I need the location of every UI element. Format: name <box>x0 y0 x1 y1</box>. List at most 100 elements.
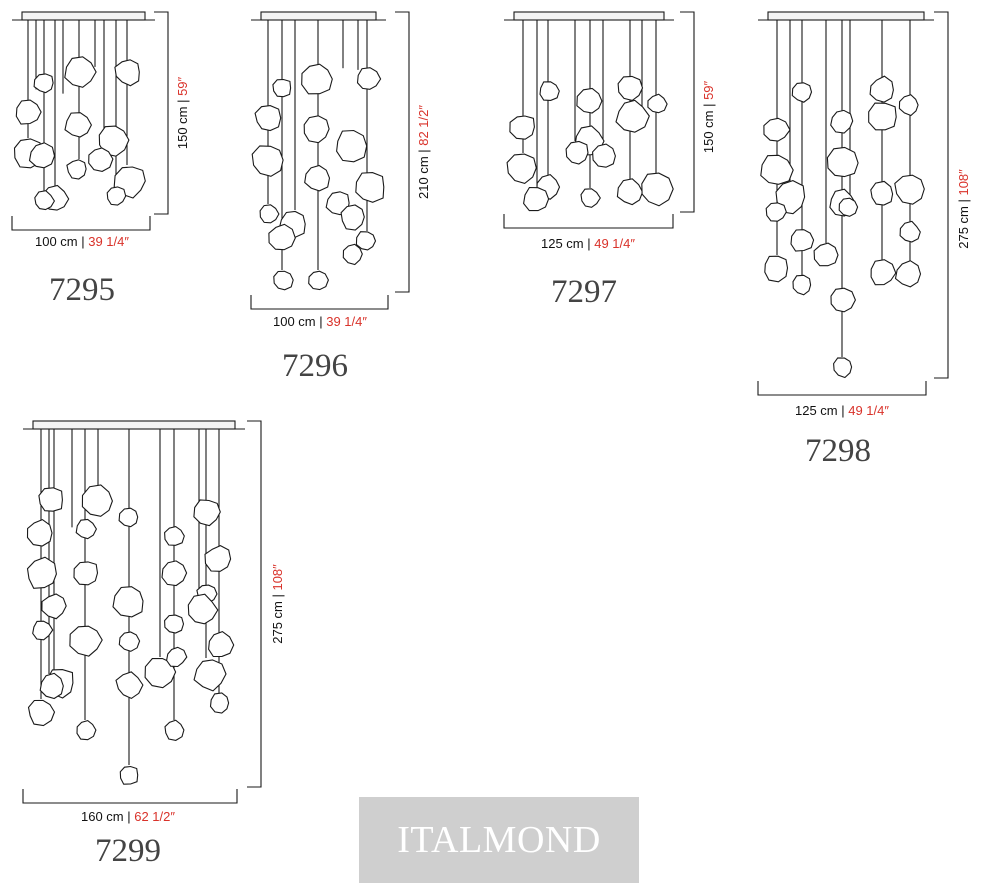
width-dimension-line <box>11 216 151 231</box>
height-cm: 150 cm | <box>701 100 716 153</box>
chandelier-7295: 100 cm | 39 1/4″150 cm | 59″7295 <box>11 11 190 308</box>
glass-globe <box>838 197 859 217</box>
model-number: 7297 <box>551 274 617 310</box>
glass-globe <box>565 140 589 165</box>
glass-globe <box>254 105 282 132</box>
width-inches: 39 1/4″ <box>326 314 367 329</box>
brand-name: ITALMOND <box>397 819 601 861</box>
height-label: 210 cm | 82 1/2″ <box>416 105 431 199</box>
glass-globe <box>304 164 331 192</box>
glass-globe <box>523 186 550 212</box>
model-number: 7299 <box>95 833 161 869</box>
glass-globe <box>98 125 130 157</box>
height-cm: 275 cm | <box>270 591 285 644</box>
height-dimension-line <box>154 11 169 215</box>
height-cm: 150 cm | <box>175 96 190 149</box>
glass-globe <box>506 153 537 185</box>
glass-globe <box>75 518 98 540</box>
glass-globe <box>898 94 919 117</box>
glass-globe <box>28 142 56 169</box>
glass-globe <box>870 180 894 206</box>
height-cm: 210 cm | <box>416 146 431 199</box>
glass-globe <box>209 692 230 714</box>
glass-globe <box>166 646 188 668</box>
glass-globe <box>164 526 185 546</box>
glass-globe <box>826 146 859 178</box>
glass-globe <box>509 115 535 140</box>
glass-globe <box>869 75 894 103</box>
glass-globe <box>615 99 650 133</box>
glass-globe <box>833 357 853 379</box>
glass-globe <box>106 186 127 206</box>
glass-globe <box>88 147 114 172</box>
width-cm: 125 cm | <box>795 403 848 418</box>
model-number: 7296 <box>282 348 348 384</box>
width-inches: 49 1/4″ <box>594 236 635 251</box>
glass-globe <box>790 229 815 252</box>
glass-globe <box>187 593 219 625</box>
canopy <box>21 11 146 21</box>
width-dimension-line <box>503 214 674 229</box>
width-cm: 100 cm | <box>273 314 326 329</box>
height-label: 150 cm | 59″ <box>701 80 716 153</box>
width-dimension-line <box>22 789 238 804</box>
height-inches: 82 1/2″ <box>416 105 431 146</box>
glass-globe <box>592 143 616 168</box>
width-dimension-line <box>250 295 389 310</box>
width-label: 100 cm | 39 1/4″ <box>273 314 367 329</box>
glass-globe <box>539 81 560 101</box>
glass-globe <box>164 614 185 634</box>
height-inches: 59″ <box>701 80 716 99</box>
glass-globe <box>765 202 787 222</box>
width-cm: 100 cm | <box>35 234 88 249</box>
glass-globe <box>114 59 140 87</box>
glass-globe <box>760 154 794 185</box>
width-label: 125 cm | 49 1/4″ <box>795 403 889 418</box>
glass-globe <box>763 117 791 142</box>
glass-globe <box>899 220 921 243</box>
height-dimension-line <box>680 11 695 213</box>
glass-globe <box>34 190 56 211</box>
glass-globe <box>813 242 839 267</box>
glass-globe <box>32 620 54 641</box>
glass-globe <box>66 159 87 180</box>
width-label: 125 cm | 49 1/4″ <box>541 236 635 251</box>
glass-globe <box>894 260 922 288</box>
height-cm: 275 cm | <box>956 196 971 249</box>
glass-globe <box>868 102 897 131</box>
canopy <box>513 11 665 21</box>
glass-globe <box>355 231 377 251</box>
glass-globe <box>251 145 284 177</box>
height-inches: 59″ <box>175 76 190 95</box>
glass-globe <box>355 172 385 203</box>
glass-globe <box>193 499 221 527</box>
glass-globe <box>64 112 93 138</box>
height-dimension-line <box>934 11 949 379</box>
glass-globe <box>26 556 57 589</box>
width-label: 160 cm | 62 1/2″ <box>81 809 175 824</box>
glass-globe <box>69 625 103 657</box>
glass-globe <box>617 75 644 101</box>
glass-globe <box>268 223 296 251</box>
glass-globe <box>830 109 854 134</box>
glass-globe <box>308 270 330 291</box>
glass-globe <box>38 487 63 512</box>
glass-globe <box>340 204 365 231</box>
height-inches: 108″ <box>956 169 971 196</box>
glass-globe <box>81 484 113 517</box>
glass-globe <box>272 78 292 98</box>
glass-globe <box>301 63 333 95</box>
glass-globe <box>273 270 294 291</box>
glass-globe <box>580 188 601 208</box>
glass-globe <box>870 259 897 286</box>
glass-globe <box>791 82 813 103</box>
glass-globe <box>204 544 232 572</box>
glass-globe <box>112 586 144 618</box>
glass-globe <box>792 274 812 296</box>
brand-watermark: ITALMOND <box>359 797 639 883</box>
glass-globe <box>161 560 188 587</box>
height-label: 275 cm | 108″ <box>270 564 285 644</box>
canopy <box>767 11 925 21</box>
chandelier-7296: 100 cm | 39 1/4″ 210 cm | 82 1/2″ 7296 <box>250 11 431 384</box>
glass-globe <box>830 287 857 313</box>
